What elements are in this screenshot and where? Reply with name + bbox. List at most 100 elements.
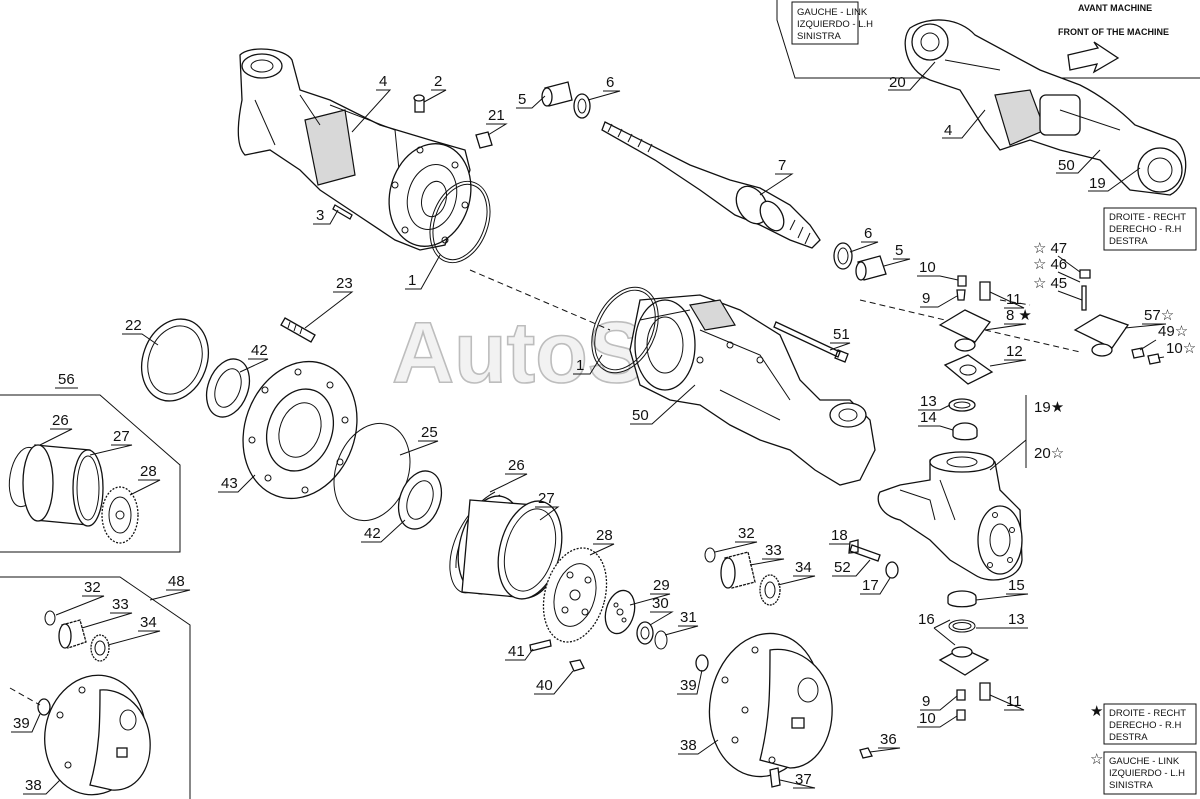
callout-27-main: 27	[538, 490, 555, 507]
callout-38-main: 38	[680, 737, 697, 754]
callout-8-star: ★	[1018, 307, 1031, 324]
part-10-fitting-right	[1147, 353, 1161, 365]
callout-28-main: 28	[596, 527, 613, 544]
callout-1-left: 1	[408, 272, 416, 289]
part-50-axle-housing-right	[629, 294, 876, 486]
part-28-planet-carrier	[542, 547, 608, 643]
callout-46: ☆46	[1033, 256, 1067, 273]
legend-left-line1: GAUCHE - LINK	[1109, 756, 1180, 767]
callout-56: 56	[58, 371, 75, 388]
kit-56-panel	[0, 394, 181, 553]
callout-37: 37	[795, 771, 812, 788]
callout-47-star: ☆	[1033, 240, 1046, 257]
callout-47: ☆47	[1033, 240, 1067, 257]
part-13-seal-top	[948, 398, 976, 412]
callout-45: ☆45	[1033, 275, 1067, 292]
part-37-screw	[769, 767, 781, 788]
legend-right-line3: DESTRA	[1109, 732, 1148, 743]
front-arrow-icon	[1067, 41, 1120, 74]
callout-31: 31	[680, 609, 697, 626]
inset-left-line3: SINISTRA	[797, 31, 841, 42]
callout-34-kit: 34	[140, 614, 157, 631]
part-45-pin	[1081, 285, 1087, 311]
part-21-plug	[475, 131, 493, 149]
callout-41: 41	[508, 643, 525, 660]
callout-4: 4	[379, 73, 387, 90]
callout-10-right: 10☆	[1166, 340, 1196, 357]
callout-36: 36	[880, 731, 897, 748]
callout-49: 49☆	[1158, 323, 1188, 340]
callout-57: 57☆	[1144, 307, 1174, 324]
part-16-kingpin-cap-bottom	[938, 646, 990, 676]
part-49-fitting	[1131, 347, 1145, 359]
legend-right-box	[1103, 703, 1197, 745]
callout-46-num: 46	[1050, 256, 1067, 273]
part-11-bolt-top	[979, 281, 991, 301]
part-12-shim	[943, 354, 994, 385]
callout-49-star: ☆	[1175, 323, 1188, 340]
part-57-kingpin-cap-right	[1073, 314, 1130, 357]
callout-9-top: 9	[922, 290, 930, 307]
part-8-kingpin-cap-top	[938, 309, 991, 352]
part-6-seal-top	[573, 93, 591, 119]
callout-33-kit: 33	[112, 596, 129, 613]
part-36-plug	[859, 747, 873, 759]
part-2-breather	[413, 94, 425, 113]
kit-48-panel	[0, 576, 191, 799]
callout-29: 29	[653, 577, 670, 594]
callout-23: 23	[336, 275, 353, 292]
callout-27-kit: 27	[113, 428, 130, 445]
callout-10-top: 10	[919, 259, 936, 276]
inset-callout-20: 20	[889, 74, 906, 91]
inset-avant-text: AVANT MACHINE	[1078, 3, 1152, 13]
part-11-bolt-bottom	[979, 682, 991, 701]
callout-11-bottom: 11	[1006, 693, 1022, 710]
legend-right-line1: DROITE - RECHT	[1109, 708, 1186, 719]
callout-8: 8★	[1006, 307, 1032, 324]
part-31-ring	[654, 630, 668, 650]
callout-45-num: 45	[1050, 275, 1067, 292]
part-42-bearing-bottom	[397, 470, 443, 530]
legend-star-filled-symbol: ★	[1090, 703, 1103, 720]
part-5-bushing-top	[541, 81, 573, 107]
callout-45-star: ☆	[1033, 275, 1046, 292]
callout-51: 51	[833, 326, 850, 343]
part-39-thrust-washer	[695, 654, 709, 672]
part-29-plate	[604, 589, 636, 635]
legend-left-line3: SINISTRA	[1109, 780, 1153, 791]
part-27-ring-gear	[457, 495, 563, 600]
callout-15: 15	[1008, 577, 1025, 594]
callout-25: 25	[421, 424, 438, 441]
callout-10-right-star: ☆	[1183, 340, 1196, 357]
inset-callout-4: 4	[944, 122, 952, 139]
side-legend: ★ DROITE - RECHT DERECHO - R.H DESTRA ☆ …	[1090, 703, 1197, 795]
callout-28-kit: 28	[140, 463, 157, 480]
callout-6-top: 6	[606, 74, 614, 91]
callout-21: 21	[488, 107, 505, 124]
callout-49-num: 49	[1158, 323, 1175, 340]
callout-19-star: ★	[1051, 399, 1064, 416]
callout-32-kit: 32	[84, 579, 101, 596]
part-3-bolt	[332, 204, 353, 220]
part-9-fitting-bottom	[956, 689, 966, 701]
callout-13-bottom: 13	[1008, 611, 1025, 628]
part-9-fitting	[956, 289, 966, 301]
callout-42-top: 42	[251, 342, 268, 359]
inset-right-line1: DROITE - RECHT	[1109, 212, 1186, 223]
callout-10-bottom: 10	[919, 710, 936, 727]
callout-12: 12	[1006, 343, 1023, 360]
inset-panel: GAUCHE - LINK IZQUIERDO - L.H SINISTRA A…	[776, 0, 1200, 251]
part-18-bolt	[848, 539, 881, 562]
callout-20-num: 20	[1034, 445, 1051, 462]
part-43-wheel-hub	[242, 360, 358, 500]
callout-19-num: 19	[1034, 399, 1051, 416]
part-19-20-steering-knuckle	[877, 451, 1023, 581]
legend-left-line2: IZQUIERDO - L.H	[1109, 768, 1185, 779]
callout-48: 48	[168, 573, 185, 590]
callout-47-num: 47	[1050, 240, 1067, 257]
callout-2: 2	[434, 73, 442, 90]
part-33-planet-gear	[720, 551, 756, 589]
callout-17: 17	[862, 577, 879, 594]
